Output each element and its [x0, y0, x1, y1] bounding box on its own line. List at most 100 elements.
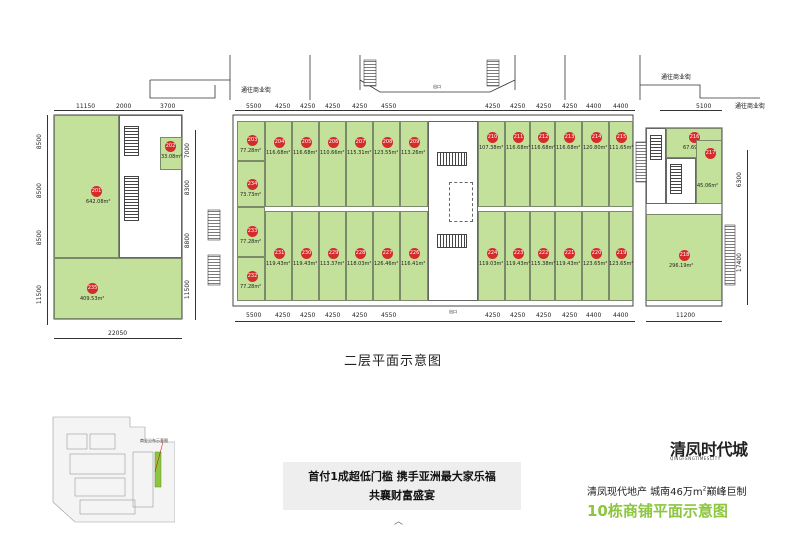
stair-core-right [646, 128, 666, 204]
dim-top-5: 4250 [275, 103, 291, 110]
unit-211[interactable]: 211 116.68m² [505, 121, 530, 207]
unit-number-badge: 208 [382, 137, 393, 148]
promo-banner: 首付1成超低门槛 携手亚洲最大家乐福 共襄财富盛宴 [283, 462, 521, 510]
dim-line-mid [195, 130, 196, 320]
road-label-top-right: 通往商业街 [661, 74, 692, 81]
dim-line-top-left [54, 110, 184, 111]
unit-number-badge: 219 [616, 248, 627, 259]
unit-213[interactable]: 213 116.68m² [555, 121, 582, 207]
dim-bottom-7: 4250 [485, 312, 501, 319]
unit-233[interactable]: 233 77.28m² [237, 207, 265, 257]
dim-line-top-mid [235, 110, 635, 111]
unit-number-badge: 227 [382, 248, 393, 259]
unit-230[interactable]: 230 119.43m² [292, 211, 319, 301]
unit-number-badge: 232 [247, 271, 258, 282]
unit-208[interactable]: 208 123.55m² [373, 121, 400, 207]
dim-bottom-8: 4250 [510, 312, 526, 319]
dim-top-3: 3700 [160, 103, 176, 110]
dim-bottom-5: 4250 [352, 312, 368, 319]
site-map-drawing [52, 416, 176, 523]
unit-number-badge: 228 [355, 248, 366, 259]
unit-231[interactable]: 231 119.43m² [265, 211, 292, 301]
unit-221[interactable]: 221 119.43m² [555, 211, 582, 301]
unit-number-badge: 229 [328, 248, 339, 259]
dim-bottom-2: 4250 [275, 312, 291, 319]
unit-number-badge: 202 [165, 141, 176, 152]
unit-number-badge: 218 [679, 250, 690, 261]
dim-bottom-3: 4250 [300, 312, 316, 319]
unit-number-badge: 203 [247, 135, 258, 146]
unit-number-badge: 217 [705, 148, 716, 159]
road-lines [149, 55, 760, 100]
dim-top-11: 4250 [510, 103, 526, 110]
dim-line-top-right [660, 110, 722, 111]
unit-area: 77.28m² [240, 284, 262, 290]
unit-229[interactable]: 229 113.37m² [319, 211, 346, 301]
chevron-up-icon[interactable]: ︿ [394, 517, 404, 527]
unit-207[interactable]: 207 115.31m² [346, 121, 373, 207]
dim-top-16: 5100 [696, 103, 712, 110]
dim-top-14: 4400 [586, 103, 602, 110]
unit-235[interactable]: 235 409.53m² [54, 258, 182, 319]
unit-223[interactable]: 223 119.43m² [505, 211, 530, 301]
unit-area: 116.68m² [531, 145, 556, 151]
unit-number-badge: 210 [487, 132, 498, 143]
unit-214[interactable]: 214 120.80m² [582, 121, 609, 207]
unit-area: 118.03m² [347, 261, 372, 267]
banner-line-1: 首付1成超低门槛 携手亚洲最大家乐福 [308, 470, 496, 483]
dim-bottom-9: 4250 [536, 312, 552, 319]
unit-232[interactable]: 232 77.28m² [237, 257, 265, 301]
unit-area: 115.38m² [531, 261, 556, 267]
unit-210[interactable]: 210 107.38m² [478, 121, 505, 207]
stairs [124, 176, 139, 221]
dim-top-10: 4250 [485, 103, 501, 110]
dim-bottom-11: 4400 [586, 312, 602, 319]
unit-212[interactable]: 212 116.68m² [530, 121, 555, 207]
unit-202[interactable]: 202 33.08m² [160, 137, 182, 170]
dim-top-6: 4250 [300, 103, 316, 110]
dim-bottom-total: 22050 [108, 330, 128, 337]
stairs [124, 126, 139, 156]
unit-234[interactable]: 234 73.73m² [237, 161, 265, 207]
stairs [650, 135, 662, 160]
unit-227[interactable]: 227 126.46m² [373, 211, 400, 301]
unit-area: 113.26m² [401, 150, 426, 156]
unit-number-badge: 201 [91, 186, 102, 197]
unit-209[interactable]: 209 113.26m² [400, 121, 428, 207]
unit-number-badge: 205 [301, 137, 312, 148]
unit-area: 119.43m² [556, 261, 581, 267]
unit-area: 409.53m² [80, 296, 105, 302]
unit-area: 77.28m² [240, 239, 262, 245]
unit-203[interactable]: 203 77.28m² [237, 121, 265, 161]
unit-220[interactable]: 220 123.65m² [582, 211, 609, 301]
unit-226[interactable]: 226 116.41m² [400, 211, 428, 301]
unit-218[interactable]: 218 296.19m² [646, 214, 722, 301]
unit-206[interactable]: 206 110.66m² [319, 121, 346, 207]
top-road-area: 通往商业街 通往商业街 通往商业街 出口 [0, 0, 800, 115]
dim-bottom-6: 4550 [381, 312, 397, 319]
unit-area: 73.73m² [240, 192, 262, 198]
main-title: 10栋商铺平面示意图 [587, 502, 728, 520]
unit-217[interactable]: 217 45.06m² [696, 140, 722, 204]
dim-line-left [47, 115, 48, 325]
unit-228[interactable]: 228 118.03m² [346, 211, 373, 301]
unit-224[interactable]: 224 119.03m² [478, 211, 505, 301]
unit-area: 119.43m² [293, 261, 318, 267]
unit-204[interactable]: 204 116.68m² [265, 121, 292, 207]
road-label-top-left: 通往商业街 [241, 87, 272, 94]
dim-top-1: 11150 [76, 103, 96, 110]
unit-number-badge: 222 [538, 248, 549, 259]
elevator-shaft [449, 182, 473, 222]
unit-number-badge: 204 [274, 137, 285, 148]
unit-area: 123.65m² [609, 261, 634, 267]
unit-222[interactable]: 222 115.38m² [530, 211, 555, 301]
unit-area: 116.68m² [556, 145, 581, 151]
unit-215[interactable]: 215 111.65m² [609, 121, 633, 207]
unit-201[interactable]: 201 642.08m² [54, 115, 119, 258]
unit-219[interactable]: 219 123.65m² [609, 211, 633, 301]
unit-area: 119.43m² [266, 261, 291, 267]
dim-top-8: 4250 [352, 103, 368, 110]
unit-area: 116.68m² [506, 145, 531, 151]
dim-bottom-12: 4400 [613, 312, 629, 319]
unit-205[interactable]: 205 116.68m² [292, 121, 319, 207]
